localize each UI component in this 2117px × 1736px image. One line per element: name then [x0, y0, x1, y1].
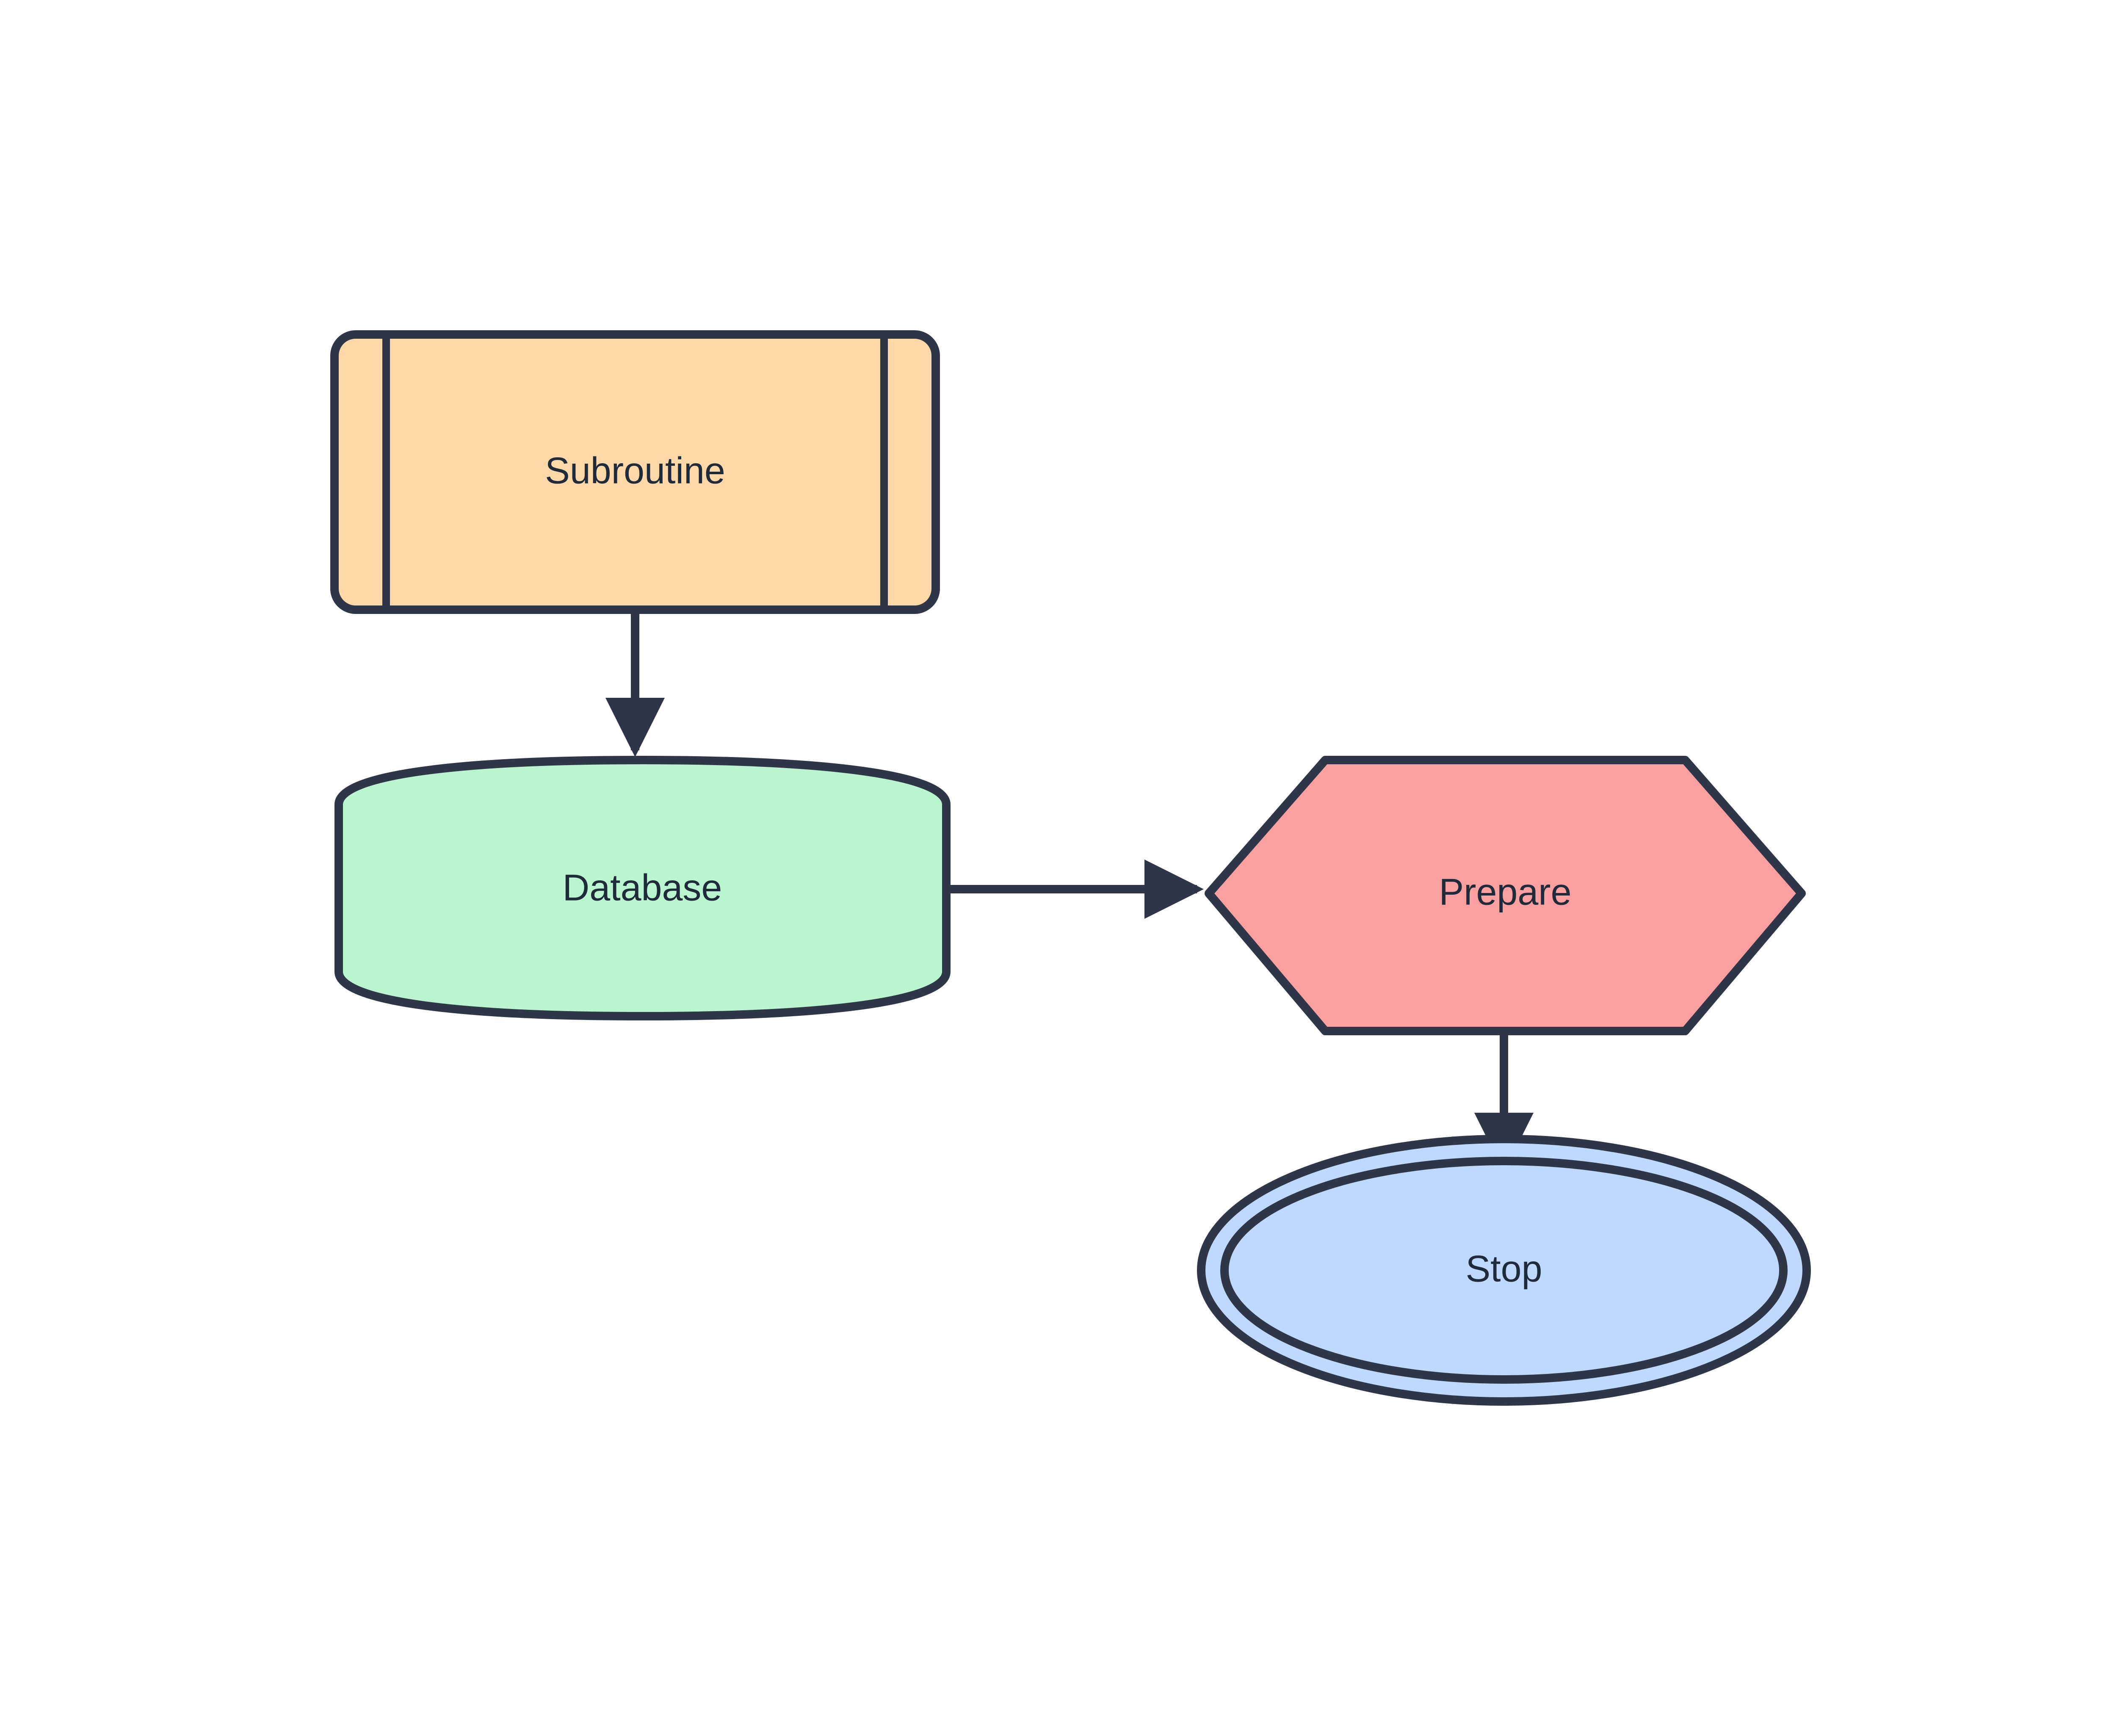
database-shape	[334, 756, 951, 1020]
node-subroutine[interactable]: Subroutine	[330, 330, 940, 614]
stop-inner-ellipse	[1220, 1157, 1788, 1384]
node-prepare[interactable]: Prepare	[1205, 756, 1806, 1035]
subroutine-shape	[330, 330, 940, 614]
node-stop[interactable]: Stop	[1197, 1135, 1811, 1406]
node-database[interactable]: Database	[334, 756, 951, 1020]
prepare-shape	[1205, 756, 1806, 1035]
